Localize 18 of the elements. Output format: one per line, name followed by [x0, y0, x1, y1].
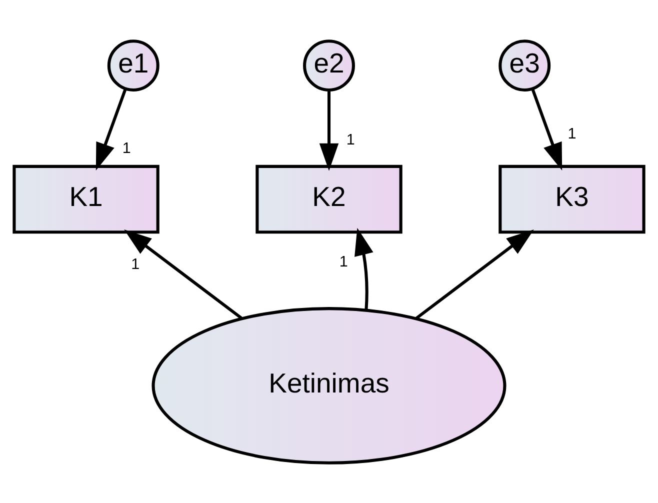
node-box: K1: [12, 164, 160, 234]
edge-label: 1: [346, 130, 355, 148]
node-ellipse: Ketinimas: [152, 306, 506, 464]
edge-label: 1: [568, 124, 576, 142]
node-circle: e3: [498, 39, 551, 92]
arrow: [124, 229, 243, 320]
arrow: [415, 229, 534, 320]
arrow: [96, 88, 127, 170]
edge-label: 1: [122, 140, 131, 157]
node-box: K2: [256, 164, 402, 234]
arrow: [531, 88, 562, 170]
node-circle: e2: [303, 39, 355, 92]
arrow: [319, 90, 339, 170]
edge-label: 1: [131, 255, 140, 272]
node-circle: e1: [107, 39, 160, 92]
arrow: [354, 227, 374, 310]
edge-label: 1: [339, 252, 348, 270]
node-box: K3: [498, 164, 646, 234]
